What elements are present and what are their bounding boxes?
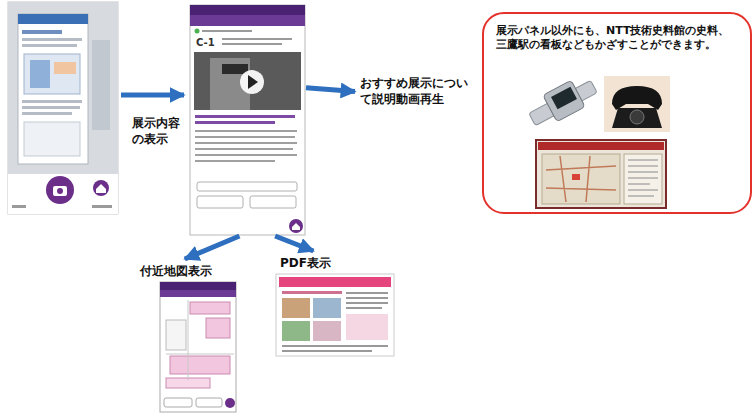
flow-arrow xyxy=(121,93,184,98)
flow-arrow xyxy=(185,236,240,259)
map-view-node: 付近地図表示 xyxy=(138,262,242,412)
node-text: PDF表示 xyxy=(280,256,394,272)
pdf-view-node: PDF表示 xyxy=(278,254,396,356)
node-text: 付近地図表示 xyxy=(140,264,240,280)
flow-arrow xyxy=(275,236,313,251)
phone-screenshot-left xyxy=(8,2,118,214)
node-text: C-1 xyxy=(196,36,305,49)
arrow-label: 展示内容の表示 xyxy=(132,116,190,147)
node-text: 展示パネル以外にも、NTT技術史料館の史料、三鷹駅の看板などもかざすことができま… xyxy=(496,24,738,53)
note-box: 展示パネル以外にも、NTT技術史料館の史料、三鷹駅の看板などもかざすことができま… xyxy=(482,12,752,214)
pdf-screenshot xyxy=(276,274,394,356)
phone-screenshot-middle xyxy=(190,5,305,235)
artifact-photos xyxy=(529,76,670,208)
map-screenshot xyxy=(160,282,236,412)
node-text: おすすめ展示について説明動画再生 xyxy=(360,76,478,107)
flow-arrow xyxy=(306,88,355,92)
step-label-node: おすすめ展示について説明動画再生 xyxy=(358,74,480,109)
phone-screen-node: C-1 xyxy=(190,5,305,235)
